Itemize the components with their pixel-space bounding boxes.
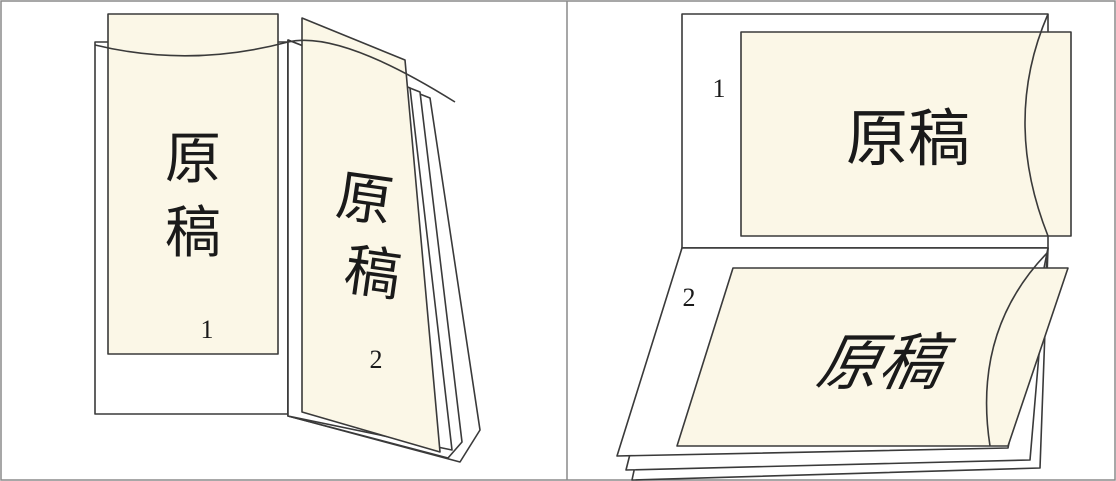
top-manuscript-sheet xyxy=(740,31,1072,237)
bottom-sheet-label: 原稿 xyxy=(811,327,960,399)
top-sheet-number: 1 xyxy=(713,74,726,103)
left-sheet-label-char1: 原 xyxy=(165,127,221,192)
right-manuscript-sheet xyxy=(301,17,441,453)
left-sleeve-top-edge xyxy=(94,41,289,57)
right-sheet-number: 2 xyxy=(370,345,383,374)
bottom-sheet-number: 2 xyxy=(683,283,696,312)
right-sheet-label-char1: 原 xyxy=(332,164,397,236)
left-sheet-label-char2: 稿 xyxy=(165,201,221,266)
left-sheet-number: 1 xyxy=(201,315,214,344)
bottom-manuscript-sheet xyxy=(676,267,1069,447)
bottom-sleeve-edge xyxy=(985,251,1049,447)
left-manuscript-sheet xyxy=(107,13,279,355)
panel-right: 原稿 1 原稿 2 xyxy=(616,13,1072,481)
top-sheet-label: 原稿 xyxy=(846,102,970,175)
right-sleeve-top-edge xyxy=(287,39,456,103)
top-sleeve-edge xyxy=(1024,13,1049,237)
panel-left: 原 稿 1 原 稿 2 xyxy=(94,13,481,463)
right-sheet-label-char2: 稿 xyxy=(340,238,405,310)
